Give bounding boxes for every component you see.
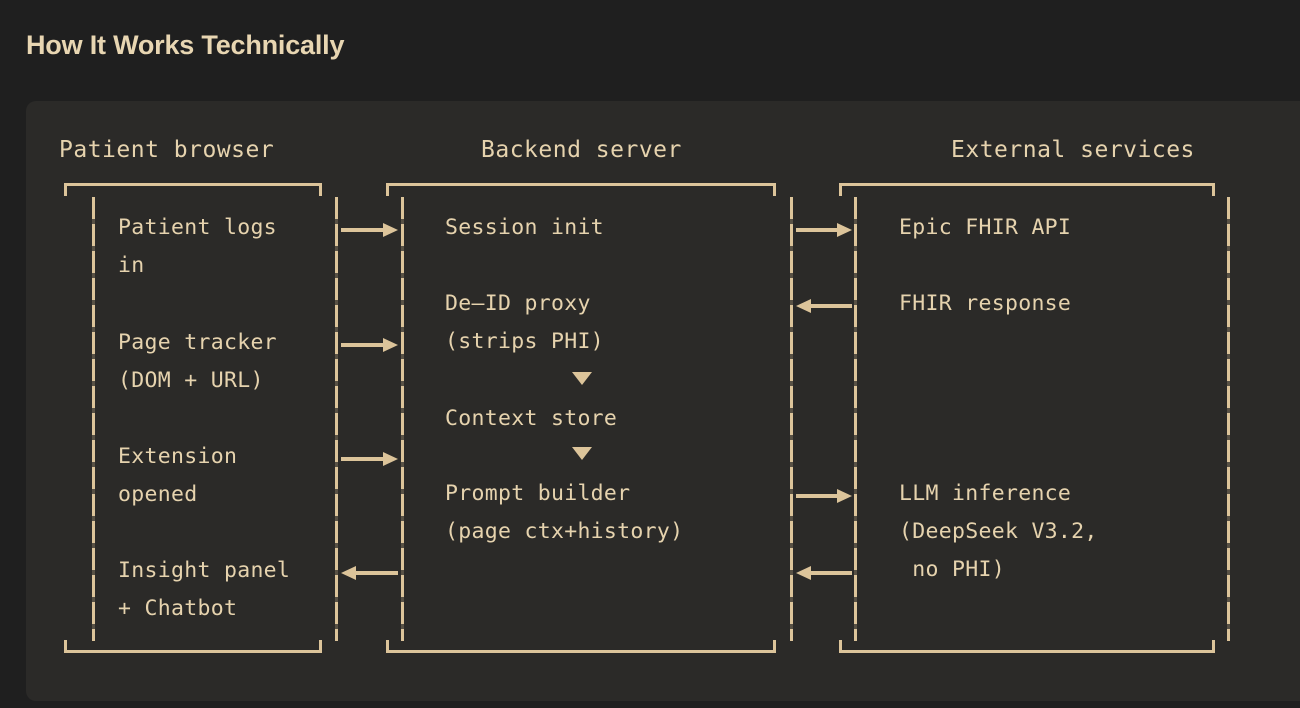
bracket-bottom-rule [64, 650, 322, 653]
lane-bracket-patient-browser [64, 183, 322, 653]
message-arrow-m4 [341, 335, 398, 355]
lifeline-external-services-left [854, 197, 857, 641]
bracket-cap-bottom-right [319, 640, 322, 653]
step-fhir-response: FHIR response [899, 291, 1072, 316]
page-title: How It Works Technically [26, 30, 345, 60]
bracket-cap-bottom-right [773, 640, 776, 653]
arrow-shaft [796, 228, 838, 232]
step-insight-panel-chatbot: Insight panel + Chatbot [118, 558, 291, 621]
step-prompt-builder: Prompt builder (page ctx+history) [445, 481, 684, 544]
bracket-top-rule [386, 183, 776, 186]
lifeline-backend-server-right [790, 197, 793, 641]
arrow-head-left-icon [796, 566, 811, 580]
bracket-cap-top-left [839, 183, 842, 196]
lifeline-backend-server-left [401, 197, 404, 641]
message-arrow-m6 [796, 486, 852, 506]
bracket-cap-bottom-left [64, 640, 67, 653]
bracket-cap-top-right [1212, 183, 1215, 196]
lifeline-external-services-right [1227, 197, 1230, 641]
diagram-panel: Patient browser Backend server External … [26, 101, 1300, 701]
step-epic-fhir-api: Epic FHIR API [899, 215, 1072, 240]
bracket-bottom-rule [839, 650, 1215, 653]
bracket-top-rule [839, 183, 1215, 186]
bracket-cap-top-right [773, 183, 776, 196]
bracket-cap-bottom-left [386, 640, 389, 653]
message-arrow-m8 [341, 563, 398, 583]
message-arrow-m2 [796, 220, 852, 240]
arrow-head-right-icon [383, 223, 398, 237]
arrow-head-right-icon [383, 338, 398, 352]
arrow-head-right-icon [837, 489, 852, 503]
message-arrow-m1 [341, 220, 398, 240]
bracket-cap-top-left [64, 183, 67, 196]
arrow-shaft [810, 571, 852, 575]
lane-bracket-external-services [839, 183, 1215, 653]
bracket-cap-bottom-right [1212, 640, 1215, 653]
arrow-shaft [796, 494, 838, 498]
arrow-shaft [341, 228, 384, 232]
bracket-cap-top-left [386, 183, 389, 196]
arrow-head-right-icon [837, 223, 852, 237]
bracket-bottom-rule [386, 650, 776, 653]
step-extension-opened: Extension opened [118, 444, 238, 507]
arrow-shaft [341, 343, 384, 347]
step-page-tracker: Page tracker (DOM + URL) [118, 330, 277, 393]
step-patient-logs-in: Patient logs in [118, 215, 277, 278]
lifeline-patient-browser-right [335, 197, 338, 641]
step-llm-inference: LLM inference (DeepSeek V3.2, no PHI) [899, 481, 1098, 582]
step-context-store: Context store [445, 406, 618, 431]
column-header-backend-server: Backend server [481, 137, 682, 163]
arrow-head-left-icon [796, 299, 811, 313]
lifeline-patient-browser-left [92, 197, 95, 641]
bracket-cap-top-right [319, 183, 322, 196]
arrow-shaft [355, 571, 398, 575]
down-arrow-icon-context-to-prompt [572, 447, 592, 460]
arrow-shaft [341, 457, 384, 461]
column-header-external-services: External services [951, 137, 1195, 163]
arrow-shaft [810, 304, 852, 308]
down-arrow-icon-deid-to-context [572, 372, 592, 385]
message-arrow-m7 [796, 563, 852, 583]
sequence-diagram: Patient browser Backend server External … [26, 101, 1300, 701]
bracket-top-rule [64, 183, 322, 186]
message-arrow-m3 [796, 296, 852, 316]
arrow-head-right-icon [383, 452, 398, 466]
lane-bracket-backend-server [386, 183, 776, 653]
arrow-head-left-icon [341, 566, 356, 580]
bracket-cap-bottom-left [839, 640, 842, 653]
step-de-id-proxy: De–ID proxy (strips PHI) [445, 291, 604, 354]
step-session-init: Session init [445, 215, 604, 240]
column-header-patient-browser: Patient browser [59, 137, 275, 163]
message-arrow-m5 [341, 449, 398, 469]
